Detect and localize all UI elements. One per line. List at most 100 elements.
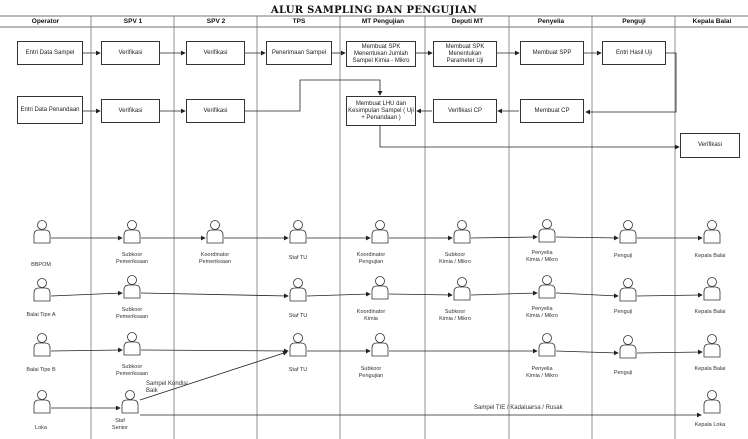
person-icon-head <box>542 333 552 343</box>
process-spk-jumlah-sampel: Membuat SPK Menentukan Jumlah Sampel Kim… <box>346 41 416 67</box>
person-icon-body <box>371 229 389 244</box>
person-icon-head <box>542 275 552 285</box>
person-icon-body <box>33 229 51 244</box>
process-verifikasi-kepala-balai: Verifikasi <box>680 133 740 158</box>
person-icon-body <box>121 399 139 414</box>
process-entri-hasil-uji: Entri Hasil Uji <box>602 41 666 65</box>
actor-flow-arrow <box>50 347 123 353</box>
actor-flow-arrow <box>555 292 619 299</box>
person-icon-head <box>127 275 137 285</box>
process-verifikasi-spv2: Verifikasi <box>186 41 245 65</box>
person-icon-head <box>623 335 633 345</box>
actor-label: Subkoor Pemeriksaan <box>115 364 149 377</box>
lane-header-tps: TPS <box>292 18 306 25</box>
person-icon-body <box>538 342 556 357</box>
process-entri-data-sampel: Entri Data Sampel <box>17 41 83 65</box>
actor-label: Loka <box>35 425 47 431</box>
person-icon-head <box>127 332 137 342</box>
actor-label: Kepala Loka <box>694 422 726 428</box>
actor-label: BBPOM <box>31 262 51 268</box>
process-penerimaan-sampel: Penerimaan Sampel <box>266 41 332 65</box>
person-icon-head <box>707 277 717 287</box>
person-icon-head <box>293 333 303 343</box>
person-icon-head <box>37 390 47 400</box>
actor-label: Subkoor Pengujian <box>358 366 384 379</box>
person-icon-head <box>125 390 135 400</box>
person-icon-body <box>619 344 637 359</box>
actor-flow-arrow <box>140 348 289 354</box>
actor-label: Kepala Balai <box>694 253 726 259</box>
actor-label: Subkoor Pemeriksaan <box>115 252 149 265</box>
person-icon-head <box>37 220 47 230</box>
actor-label: Penguji <box>613 253 633 259</box>
process-membuat-lhu: Membuat LHU dan Kesimpulan Sampel ( Uji … <box>346 96 416 126</box>
person-icon-body <box>123 229 141 244</box>
person-icon-head <box>127 220 137 230</box>
actor-label: Staf TU <box>288 367 308 373</box>
lhu-to-verifikasi <box>379 126 680 150</box>
process-membuat-cp: Membuat CP <box>520 99 584 123</box>
person-icon-head <box>293 278 303 288</box>
lane-header-mt-pengujian: MT Pengujian <box>361 18 405 25</box>
actor-label: Staf TU <box>288 255 308 261</box>
person-icon-body <box>123 341 141 356</box>
process-spk-parameter-uji: Membuat SPK Menentukan Parameter Uji <box>433 41 497 67</box>
person-icon-head <box>37 278 47 288</box>
person-icon-body <box>619 287 637 302</box>
actor-flow-arrow <box>306 291 371 297</box>
person-icon-body <box>703 399 721 414</box>
person-icon-body <box>703 343 721 358</box>
person-icon-head <box>707 220 717 230</box>
note-sampel-kondisi-baik: Sampel Kondisi Baik <box>146 381 188 394</box>
person-icon-head <box>375 220 385 230</box>
actor-flow-arrow <box>470 234 538 240</box>
actor-flow-arrow <box>636 349 703 355</box>
lane-header-kepala-balai: Kepala Balai <box>692 18 732 25</box>
actor-flow-arrow <box>555 235 619 241</box>
lane-header-spv1: SPV 1 <box>123 18 143 25</box>
actor-label: Koordinator Pengujian <box>356 252 386 265</box>
diagram-title: ALUR SAMPLING DAN PENGUJIAN <box>270 5 478 16</box>
person-icon-body <box>538 284 556 299</box>
person-icon-head <box>457 220 467 230</box>
person-icon-body <box>703 229 721 244</box>
note-sampel-tie-rusak: Sampel TIE / Kadaluarsa / Rusak <box>474 405 563 411</box>
actor-flow-arrow <box>636 292 703 298</box>
actor-label: Kepala Balai <box>694 366 726 372</box>
actor-label: Penguji <box>613 309 633 315</box>
person-icon-head <box>375 276 385 286</box>
process-entri-data-penandaan: Entri Data Penandaan <box>17 96 83 124</box>
person-icon-head <box>707 334 717 344</box>
person-icon-body <box>33 287 51 302</box>
person-icon-body <box>453 229 471 244</box>
actor-label: Subkoor Kimia / Mikro <box>439 309 471 322</box>
actor-flow-arrow <box>388 292 453 298</box>
actor-label: Subkoor Kimia / Mikro <box>439 252 471 265</box>
lane-header-operator: Operator <box>31 18 60 25</box>
process-membuat-spp: Membuat SPP <box>520 41 584 65</box>
person-icon-body <box>371 342 389 357</box>
entri-hasil-to-membuat-cp <box>585 52 677 115</box>
process-verifikasi-penandaan-spv1: Verifikasi <box>101 99 160 123</box>
person-icon-body <box>703 286 721 301</box>
process-verifikasi-penandaan-spv2: Verifikasi <box>186 99 245 123</box>
actor-label: Penyelia Kimia / Mikro <box>526 250 558 263</box>
actor-label: Kepala Balai <box>694 309 726 315</box>
person-icon-body <box>123 284 141 299</box>
person-icon-head <box>542 219 552 229</box>
actor-label: Balai Tipe B <box>26 367 56 373</box>
actor-label: Penguji <box>613 370 633 376</box>
person-icon-head <box>210 220 220 230</box>
penandaan-to-lhu <box>245 79 383 112</box>
process-verifikasi-spv1: Verifikasi <box>101 41 160 65</box>
person-icon-body <box>538 228 556 243</box>
person-icon-body <box>289 229 307 244</box>
lane-header-penyelia: Penyelia <box>537 18 565 25</box>
person-icon-head <box>623 220 633 230</box>
actor-label: Balai Tipe A <box>26 312 56 318</box>
person-icon-head <box>457 277 467 287</box>
actor-label: Staf TU <box>288 313 308 319</box>
actor-label: Penyelia Kimia / Mikro <box>526 306 558 319</box>
